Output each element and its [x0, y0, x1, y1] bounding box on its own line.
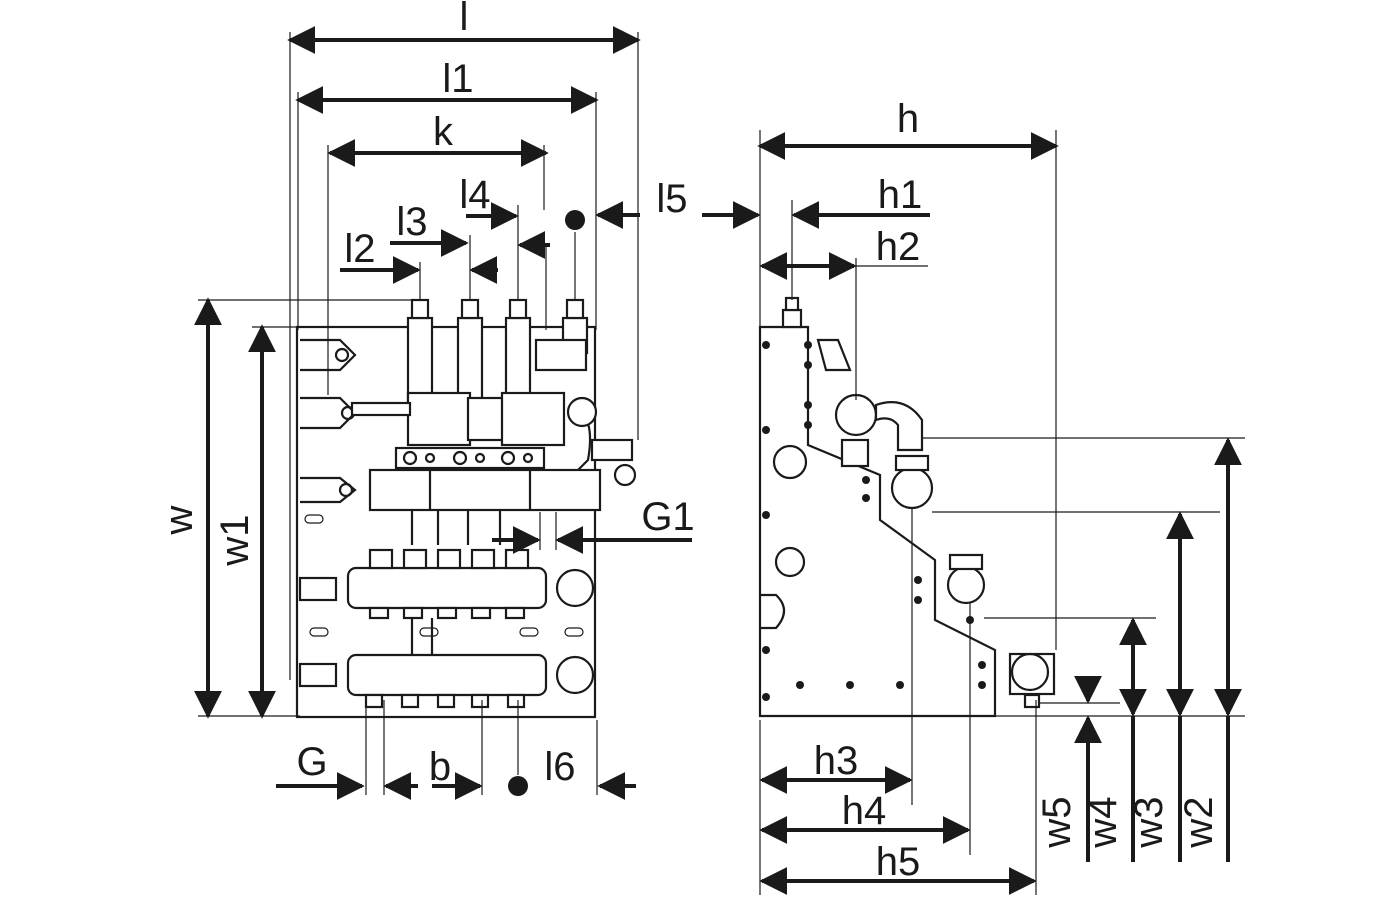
- dim-label-h1: h1: [878, 173, 923, 217]
- reference-dot-bottom: [508, 776, 528, 796]
- dim-label-G: G: [296, 740, 327, 784]
- pump-block: [350, 338, 637, 487]
- dim-label-h2: h2: [876, 225, 921, 269]
- left-brackets: [300, 338, 357, 504]
- dim-label-w2: w2: [1177, 796, 1221, 848]
- dim-label-w1: w1: [213, 514, 257, 566]
- side-features: [760, 338, 1056, 709]
- clamp-row: [394, 446, 546, 470]
- dim-label-l2: l2: [344, 227, 375, 271]
- dim-label-h3: h3: [814, 739, 859, 783]
- dim-label-h5: h5: [876, 840, 921, 884]
- side-body-outline: [758, 325, 997, 718]
- dim-label-k: k: [433, 110, 454, 154]
- dim-label-l4: l4: [459, 173, 490, 217]
- front-view: l l1 k l2 l3 l4 l5 w: [157, 0, 695, 800]
- dim-label-h: h: [897, 97, 919, 141]
- plate-slots: [304, 514, 584, 637]
- dim-label-h4: h4: [842, 789, 887, 833]
- front-base-plate: [295, 325, 597, 719]
- lower-manifold: [298, 618, 595, 709]
- dim-label-l: l: [460, 0, 469, 39]
- dim-label-w: w: [157, 505, 201, 535]
- dim-label-w5: w5: [1035, 796, 1079, 848]
- side-plate-dots: [762, 341, 986, 701]
- dim-label-l3: l3: [396, 200, 427, 244]
- dim-label-l6: l6: [544, 745, 575, 789]
- dim-label-b: b: [429, 745, 451, 789]
- dim-label-l5: l5: [656, 177, 687, 221]
- dim-label-G1: G1: [641, 495, 694, 539]
- mixer-bar: [368, 468, 602, 545]
- dim-label-l1: l1: [442, 57, 473, 101]
- upper-manifold: [298, 548, 595, 620]
- side-view: h h1 h2 h3 h4 h5 w2: [702, 97, 1245, 895]
- reference-dot-top: [565, 210, 585, 230]
